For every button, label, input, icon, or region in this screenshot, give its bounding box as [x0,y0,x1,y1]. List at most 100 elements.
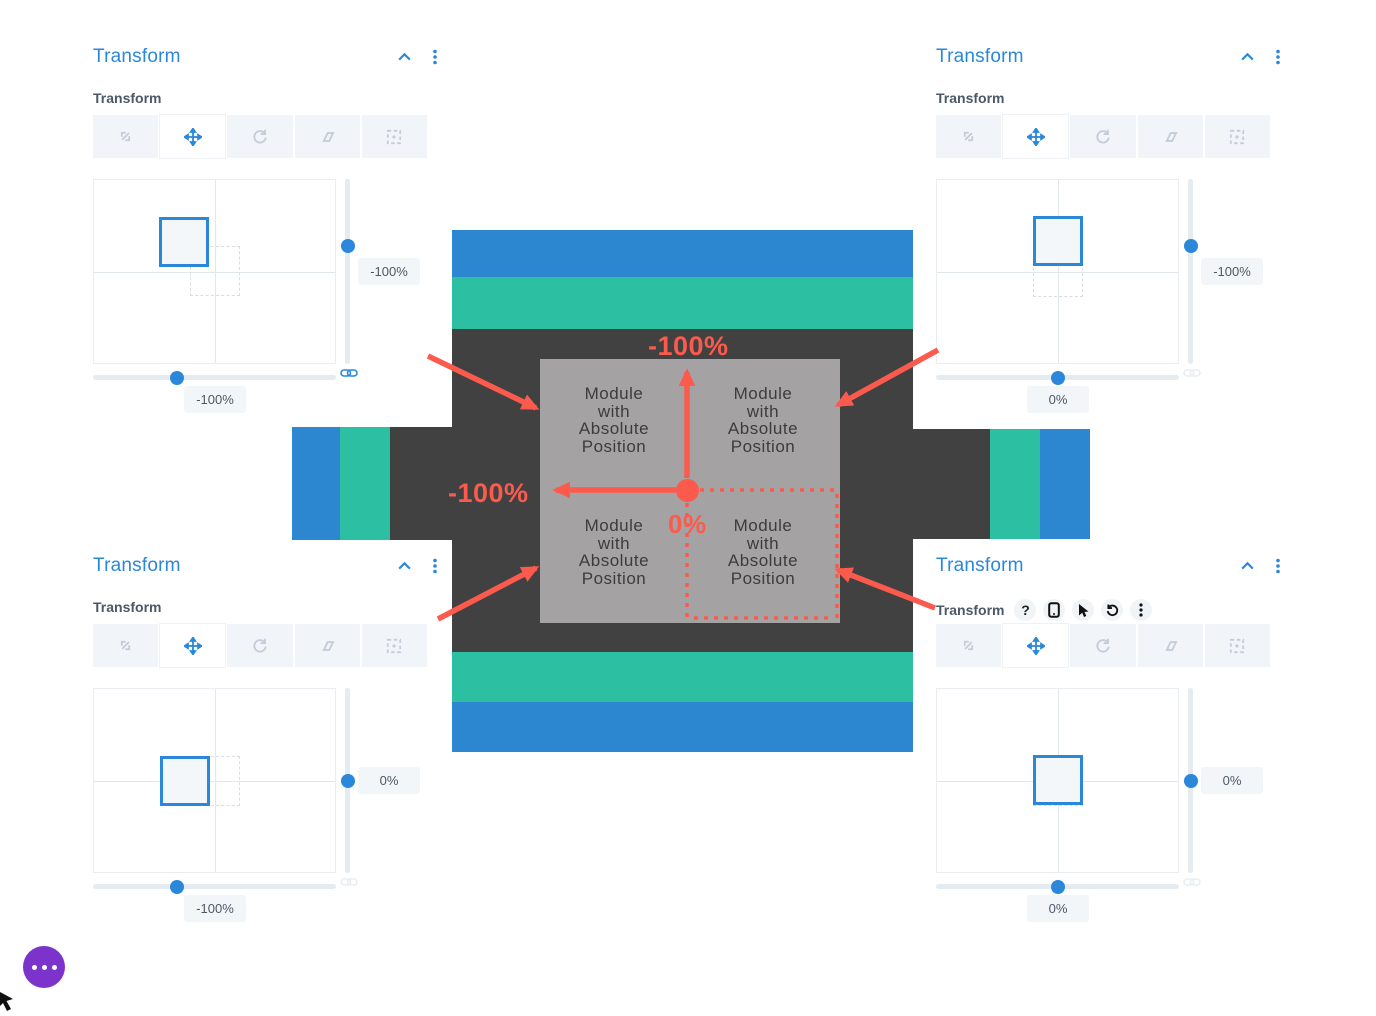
translate-grid[interactable] [93,179,336,364]
panel-title: Transform [93,46,181,67]
scale-tool-button[interactable] [93,624,159,667]
vertical-slider-handle[interactable] [1184,774,1198,788]
kebab-menu-icon[interactable] [427,558,443,574]
vertical-slider-track[interactable] [345,179,350,364]
translate-grid[interactable] [936,179,1179,364]
rotate-tool-button[interactable] [1070,115,1136,158]
translate-y-value: 0% [1201,767,1263,794]
rotate-tool-button[interactable] [227,115,293,158]
translate-tool-button[interactable] [1003,115,1069,158]
translate-x-value: -100% [184,895,246,922]
origin-tool-button[interactable] [1204,624,1271,667]
translate-tool-button[interactable] [160,624,226,667]
translated-element-handle[interactable] [1033,755,1083,805]
section-bottom-blue-bar [452,702,913,752]
ellipsis-dot [51,964,57,970]
origin-tool-button[interactable] [1204,115,1271,158]
right-wing-dark [911,429,990,539]
collapse-chevron-up-icon[interactable] [1239,49,1255,65]
collapse-chevron-up-icon[interactable] [1239,558,1255,574]
origin-tool-button[interactable] [361,624,428,667]
horizontal-slider-handle[interactable] [170,371,184,385]
help-icon[interactable]: ? [1014,599,1037,621]
kebab-menu-icon[interactable] [427,49,443,65]
scale-tool-button[interactable] [93,115,159,158]
panel-header: Transform [93,555,443,577]
right-wing-blue-bar [1040,429,1090,539]
transform-toolbar [936,624,1271,667]
kebab-menu-icon[interactable] [1270,49,1286,65]
link-axes-icon[interactable] [1183,366,1201,380]
skew-tool-button[interactable] [1137,624,1203,667]
translate-grid[interactable] [93,688,336,873]
origin-tool-button[interactable] [361,115,428,158]
transform-toolbar [93,624,428,667]
vertical-slider-handle[interactable] [341,774,355,788]
vertical-slider-track[interactable] [1188,179,1193,364]
original-position-ghost [190,246,240,296]
skew-tool-button[interactable] [1137,115,1203,158]
translated-element-handle[interactable] [159,217,209,267]
mouse-cursor-icon [0,992,13,1011]
transform-toolbar [936,115,1271,158]
horizontal-slider-handle[interactable] [170,880,184,894]
link-axes-icon[interactable] [340,875,358,889]
translate-tool-button[interactable] [1003,624,1069,667]
horizontal-slider-track[interactable] [93,375,336,380]
section-top-blue-bar [452,230,913,277]
field-label: Transform [93,599,162,615]
transform-panel-top-right: Transform Transform -100% 0% [936,46,1288,424]
vertical-slider-handle[interactable] [1184,239,1198,253]
translate-tool-button[interactable] [160,115,226,158]
collapse-chevron-up-icon[interactable] [396,558,412,574]
module-block-bottom-left: Module with Absolute Position [578,516,650,588]
module-preview-area: Module with Absolute Position Module wit… [540,359,840,623]
skew-tool-button[interactable] [294,624,360,667]
skew-tool-button[interactable] [294,115,360,158]
left-wing-dark [390,427,454,540]
field-label: Transform [936,90,1005,106]
page-settings-button[interactable] [23,946,65,988]
ellipsis-dot [41,964,47,970]
module-block-bottom-right: Module with Absolute Position [727,516,799,588]
more-options-icon[interactable] [1130,599,1153,621]
collapse-chevron-up-icon[interactable] [396,49,412,65]
field-hover-controls: ? [1014,599,1153,621]
kebab-menu-icon[interactable] [1270,558,1286,574]
translate-y-value: -100% [358,258,420,285]
link-axes-icon[interactable] [1183,875,1201,889]
horizontal-slider-handle[interactable] [1051,371,1065,385]
translate-x-value: -100% [184,386,246,413]
right-wing-teal-bar [990,429,1040,539]
panel-header: Transform [936,555,1286,577]
link-axes-icon[interactable] [340,366,358,380]
translate-grid[interactable] [936,688,1179,873]
horizontal-slider-handle[interactable] [1051,880,1065,894]
phone-responsive-icon[interactable] [1043,599,1066,621]
scale-tool-button[interactable] [936,624,1002,667]
horizontal-slider-track[interactable] [93,884,336,889]
translate-y-value: 0% [358,767,420,794]
panel-header: Transform [93,46,443,68]
scale-tool-button[interactable] [936,115,1002,158]
transform-panel-bottom-left: Transform Transform 0% -100% [93,555,445,933]
cursor-hover-icon[interactable] [1072,599,1095,621]
translated-element-handle[interactable] [160,756,210,806]
transform-toolbar [93,115,428,158]
field-label: Transform [93,90,162,106]
reset-undo-icon[interactable] [1101,599,1124,621]
vertical-slider-handle[interactable] [341,239,355,253]
panel-header: Transform [936,46,1286,68]
field-label: Transform [936,602,1005,618]
section-top-teal-bar [452,277,913,329]
module-block-top-left: Module with Absolute Position [578,384,650,456]
rotate-tool-button[interactable] [1070,624,1136,667]
panel-title: Transform [936,555,1024,576]
translate-x-value: 0% [1027,386,1089,413]
panel-title: Transform [93,555,181,576]
translated-element-handle[interactable] [1033,216,1083,266]
annotation-label-left: -100% [448,478,529,508]
rotate-tool-button[interactable] [227,624,293,667]
translate-x-value: 0% [1027,895,1089,922]
